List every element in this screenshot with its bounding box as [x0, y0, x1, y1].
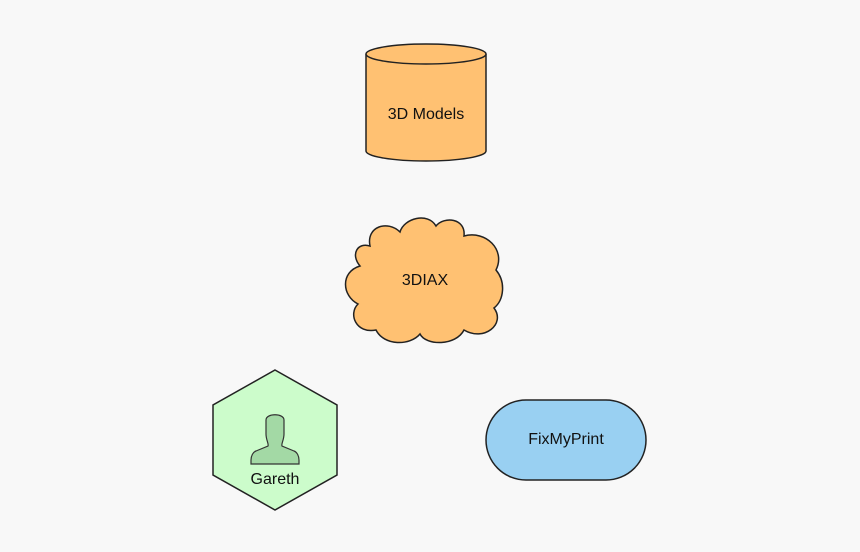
models-cylinder-shape [365, 54, 487, 162]
user-label: Gareth [251, 471, 300, 488]
app-pill-shape [485, 399, 647, 481]
cloud-shape [344, 217, 504, 344]
app-label: FixMyPrint [528, 431, 604, 448]
models-cylinder-top [365, 43, 487, 65]
models-node[interactable]: 3D Models [365, 43, 487, 162]
user-node[interactable]: Gareth [212, 369, 338, 511]
app-node[interactable]: FixMyPrint [485, 399, 647, 481]
cloud-label: 3DIAX [402, 272, 449, 289]
models-label: 3D Models [388, 106, 464, 123]
person-icon [250, 414, 300, 465]
cloud-node[interactable]: 3DIAX [344, 217, 504, 344]
